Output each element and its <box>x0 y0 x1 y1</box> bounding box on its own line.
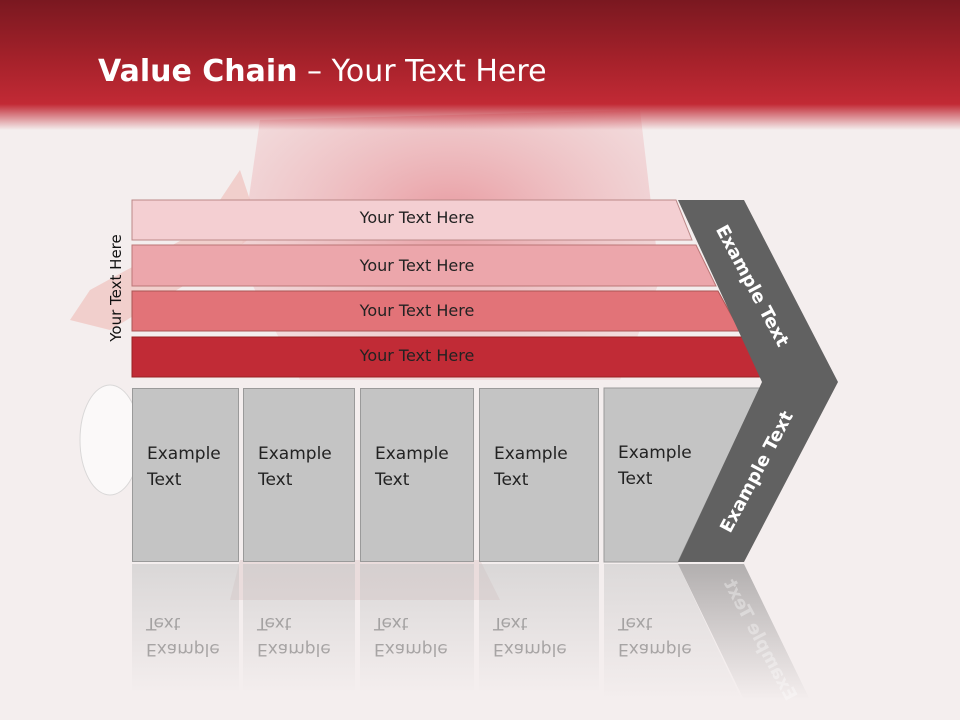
box-4-line2: Text <box>494 470 529 490</box>
box-2-reflection: Example Text <box>243 564 355 694</box>
box-3-line2: Text <box>375 470 410 490</box>
band-1-label: Your Text Here <box>359 208 475 227</box>
box-1-reflection-text: Example Text <box>146 610 220 662</box>
slide-title: Value Chain – Your Text Here <box>98 54 547 89</box>
band-3-label: Your Text Here <box>359 301 475 320</box>
box-3-reflection-line1: Example <box>374 639 448 659</box>
chevron-arrow <box>678 200 838 562</box>
box-4-reflection: Example Text <box>479 564 599 694</box>
band-4-label: Your Text Here <box>359 346 475 365</box>
box-5-line2: Text <box>618 469 653 489</box>
box-5-reflection <box>604 564 742 700</box>
box-3-reflection-line2: Text <box>374 613 409 633</box>
box-2-reflection-line2: Text <box>257 613 292 633</box>
box-4-reflection-text: Example Text <box>493 610 567 662</box>
box-2-reflection-line1: Example <box>257 639 331 659</box>
box-4-reflection-line2: Text <box>493 613 528 633</box>
box-3-reflection-text: Example Text <box>374 610 448 662</box>
box-5-line1: Example <box>618 443 692 463</box>
title-rest: – Your Text Here <box>297 54 547 89</box>
box-5-reflection-line1: Example <box>618 639 692 659</box>
box-5-reflection-text-wrap: Example Text <box>604 564 694 694</box>
band-1 <box>131 199 693 241</box>
box-3-line1: Example <box>375 444 449 464</box>
box-1-reflection: Example Text <box>132 564 239 694</box>
box-1-reflection-line1: Example <box>146 639 220 659</box>
box-3-reflection: Example Text <box>360 564 474 694</box>
box-1-line1: Example <box>147 444 221 464</box>
title-bold: Value Chain <box>98 54 298 89</box>
band-2 <box>131 244 717 287</box>
box-4-reflection-line1: Example <box>493 639 567 659</box>
box-1-line2: Text <box>147 470 182 490</box>
header-bar <box>0 0 960 130</box>
chevron-reflection <box>678 564 810 700</box>
box-4-line1: Example <box>494 444 568 464</box>
box-2-line1: Example <box>258 444 332 464</box>
box-5-reflection-line2: Text <box>618 613 653 633</box>
box-1-reflection-line2: Text <box>146 613 181 633</box>
band-2-label: Your Text Here <box>359 256 475 275</box>
box-2-line2: Text <box>258 470 293 490</box>
box-2-reflection-text: Example Text <box>257 610 331 662</box>
box-5-reflection-text: Example Text <box>618 610 692 662</box>
